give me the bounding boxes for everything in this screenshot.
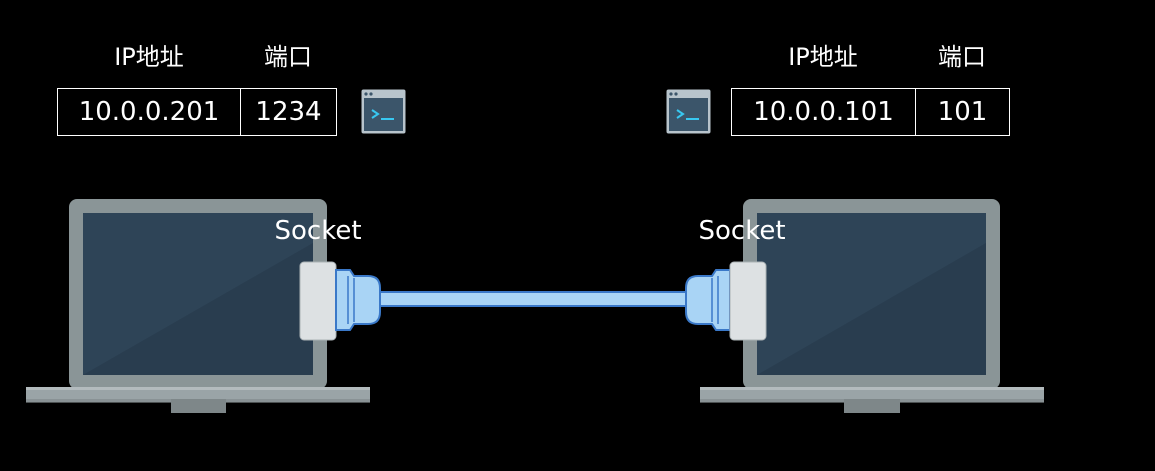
left-ip-header: IP地址 bbox=[114, 43, 184, 71]
right-address-table: 10.0.0.101 101 bbox=[731, 88, 1010, 136]
right-socket-label: Socket bbox=[698, 216, 786, 246]
left-terminal-icon bbox=[361, 89, 406, 134]
right-port-header: 端口 bbox=[938, 43, 986, 71]
left-ip-value: 10.0.0.201 bbox=[78, 97, 220, 127]
left-port-value: 1234 bbox=[240, 89, 336, 135]
right-terminal-icon bbox=[666, 89, 711, 134]
left-address-table: 10.0.0.201 1234 bbox=[57, 88, 337, 136]
right-laptop bbox=[700, 199, 1045, 414]
right-port-value: 101 bbox=[915, 89, 1009, 135]
socket-cable bbox=[298, 258, 768, 342]
left-port-header: 端口 bbox=[264, 43, 312, 71]
left-socket-label: Socket bbox=[274, 216, 362, 246]
left-laptop bbox=[26, 199, 371, 414]
right-ip-header: IP地址 bbox=[788, 43, 858, 71]
right-ip-value: 10.0.0.101 bbox=[753, 97, 894, 127]
